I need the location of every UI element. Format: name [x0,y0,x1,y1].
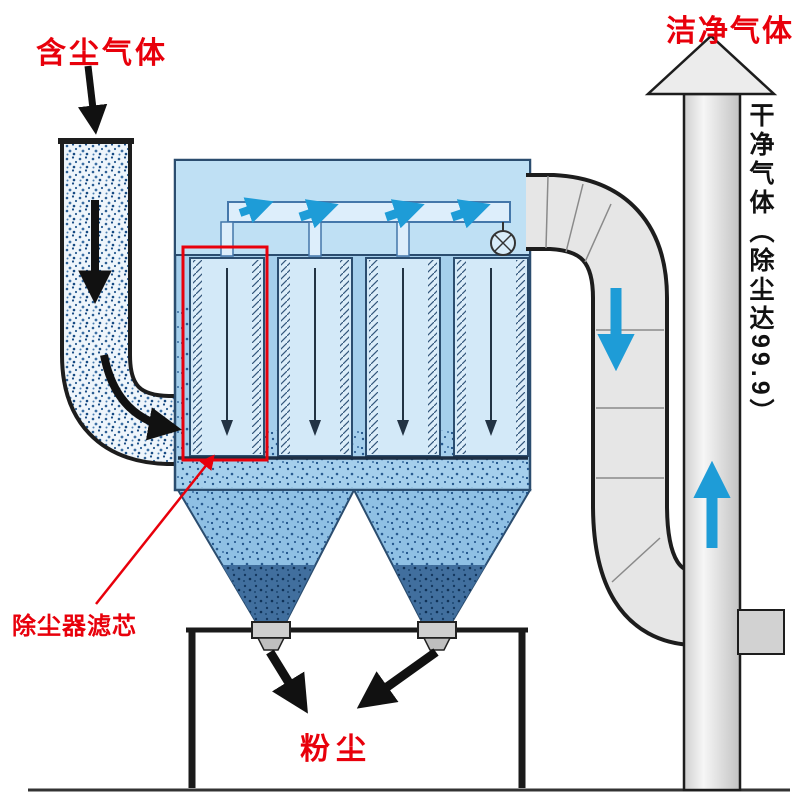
exhaust-stack [644,34,785,792]
red-pointer-arrow-icon [95,454,215,605]
pipe-flow-arrow-icon [384,199,425,229]
pipe-flow-arrow-icon [450,199,491,229]
duct-seams [545,175,664,583]
header-pipe [220,201,516,257]
filter-compartments [189,257,529,457]
dust-hoppers [176,489,532,651]
dust-drop-arrow-icon [266,649,308,714]
stack-vertical-label: 干净气体（除尘达99.9） [746,102,774,428]
filter-bag [453,257,529,457]
down-arrow-icon [397,420,409,436]
down-arrow-icon [485,420,497,436]
hopper-outlet [417,621,457,639]
down-arrow-icon [309,420,321,436]
hopper-outlet [251,621,291,639]
blue-flow-arrows [238,197,731,548]
duct-elbow-arrow-icon [100,354,182,441]
filter-callout [95,245,269,605]
filter-highlight-box [181,245,269,462]
filter-bag [365,257,441,457]
dusty-gas-label: 含尘气体 [36,37,168,70]
pipe-flow-arrow-icon [298,199,339,229]
dust-label: 粉尘 [300,733,372,766]
up-arrow-icon [644,34,778,96]
black-flow-arrows [78,65,439,714]
filter-bag [277,257,353,457]
support-frame [186,627,528,788]
outlet-duct [526,173,702,647]
filter-element-label: 除尘器滤芯 [12,613,137,640]
down-arrow-icon [221,420,233,436]
clean-gas-label: 洁净气体 [666,15,794,48]
inlet-arrow-icon [78,65,108,135]
pipe-flow-arrow-icon [238,197,274,224]
filter-bag [189,257,265,457]
dust-drop-arrow-icon [356,648,439,709]
stack-side-box [737,609,785,655]
